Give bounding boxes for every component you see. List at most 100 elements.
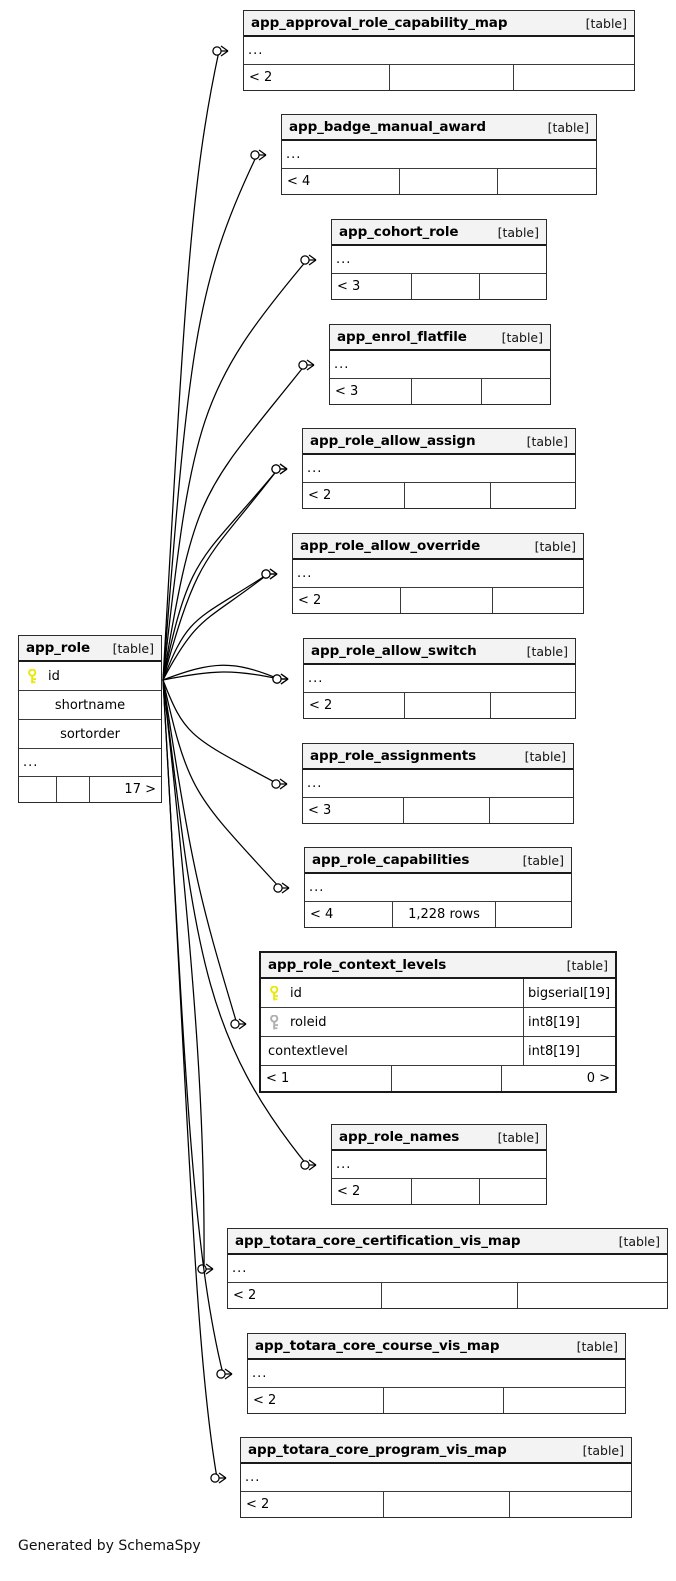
table-name-label: app_role_context_levels [268,957,447,973]
relationship-edge [162,154,258,681]
table-kind-label: [table] [501,329,543,345]
column-name-label: id [290,985,302,1001]
table-kind-label: [table] [547,119,589,135]
table-footer: < 2 [248,1388,625,1413]
table-footer-cell: < 3 [303,798,404,823]
table-footer-cell [480,274,546,299]
table-footer-cell [57,777,90,802]
table-node-app_totara_core_certification_vis_map[interactable]: app_totara_core_certification_vis_map[ta… [227,1228,668,1309]
table-name-label: app_cohort_role [339,224,459,240]
table-column-row: id [19,662,161,691]
table-node-app_role_allow_override[interactable]: app_role_allow_override[table]...< 2 [292,533,584,614]
table-footer-cell [491,693,575,718]
table-footer: < 2 [241,1492,631,1517]
cardinality-zero-marker [250,150,260,160]
table-node-app_totara_core_program_vis_map[interactable]: app_totara_core_program_vis_map[table]..… [240,1437,632,1518]
table-footer-cell [400,169,498,194]
table-header: app_totara_core_certification_vis_map[ta… [228,1229,667,1255]
cardinality-many-marker [269,568,278,580]
primary-key-icon [26,668,39,684]
table-row-ellipsis: ... [332,246,546,274]
cardinality-many-marker [279,463,288,475]
cardinality-many-marker [205,1263,214,1275]
cardinality-many-marker [306,359,315,371]
cardinality-many-marker [280,673,289,685]
table-footer-cell: < 4 [282,169,400,194]
relationship-edge [162,679,238,1025]
table-footer-cell [514,65,634,90]
cardinality-zero-marker [300,1160,310,1170]
table-column-row: sortorder [19,720,161,749]
column-name-cell: id [261,985,523,1001]
table-footer-cell: 17 > [124,782,156,797]
table-footer: < 3 [303,798,573,823]
table-footer-cell: < 3 [330,379,412,404]
table-row-ellipsis: ... [305,874,571,902]
table-footer-cell [482,379,550,404]
table-row-ellipsis: ... [304,665,575,693]
cardinality-zero-marker [271,779,281,789]
column-name-cell: sortorder [19,727,161,742]
table-footer-cell [19,777,57,802]
cardinality-many-marker [308,1159,317,1171]
column-name-label: roleid [290,1014,327,1030]
relationship-edge [162,364,306,681]
table-name-label: app_role_names [339,1129,460,1145]
table-footer: < 3 [332,274,546,299]
table-footer-cell: < 2 [241,1492,384,1517]
generator-credit: Generated by SchemaSpy [18,1538,201,1554]
table-kind-label: [table] [582,1442,624,1458]
table-kind-label: [table] [566,957,608,973]
relationship-edge [162,679,205,1270]
cardinality-zero-marker [272,674,282,684]
relationship-edge [162,259,308,681]
table-footer-cell [498,169,596,194]
table-name-label: app_totara_core_program_vis_map [248,1442,507,1458]
table-header: app_badge_manual_award[table] [282,115,596,141]
table-footer-cell [384,1388,504,1413]
table-name-label: app_role_allow_override [300,538,481,554]
cardinality-many-marker [280,673,289,685]
table-row-ellipsis: ... [303,455,575,483]
table-name-label: app_role_capabilities [312,852,470,868]
table-name-label: app_role_assignments [310,748,477,764]
table-node-app_role_allow_assign[interactable]: app_role_allow_assign[table]...< 2 [302,428,576,509]
table-node-app_totara_core_course_vis_map[interactable]: app_totara_core_course_vis_map[table]...… [247,1333,626,1414]
relationship-edge [162,679,218,1479]
table-node-app_approval_role_capability_map[interactable]: app_approval_role_capability_map[table].… [243,10,635,91]
table-node-app_role_assignments[interactable]: app_role_assignments[table]...< 3 [302,743,574,824]
table-footer-cell: 1,228 rows [393,902,496,927]
table-footer-cell [412,379,482,404]
cardinality-zero-marker [216,1369,226,1379]
table-header: app_role[table] [19,636,161,662]
table-node-app_enrol_flatfile[interactable]: app_enrol_flatfile[table]...< 3 [329,324,551,405]
table-header: app_role_allow_override[table] [293,534,583,560]
relationship-edge [162,468,279,681]
cardinality-many-marker [218,1472,227,1484]
table-footer: < 2 [244,65,634,90]
table-node-app_cohort_role[interactable]: app_cohort_role[table]...< 3 [331,219,547,300]
table-footer-cell: < 2 [332,1179,412,1204]
table-footer: 17 > [19,777,161,802]
table-footer-cell [493,588,583,613]
table-node-app_role_allow_switch[interactable]: app_role_allow_switch[table]...< 2 [303,638,576,719]
table-node-app_role_names[interactable]: app_role_names[table]...< 2 [331,1124,547,1205]
table-node-app_badge_manual_award[interactable]: app_badge_manual_award[table]...< 4 [281,114,597,195]
table-footer: < 2 [303,483,575,508]
table-footer-cell [412,274,480,299]
table-footer-cell [504,1388,625,1413]
cardinality-zero-marker [230,1019,240,1029]
cardinality-many-marker [224,1368,233,1380]
table-footer-cell: < 3 [332,274,412,299]
table-row-ellipsis: ... [19,749,161,777]
table-row-ellipsis: ... [228,1255,667,1283]
cardinality-zero-marker [271,464,281,474]
table-footer-cell: < 2 [248,1388,384,1413]
